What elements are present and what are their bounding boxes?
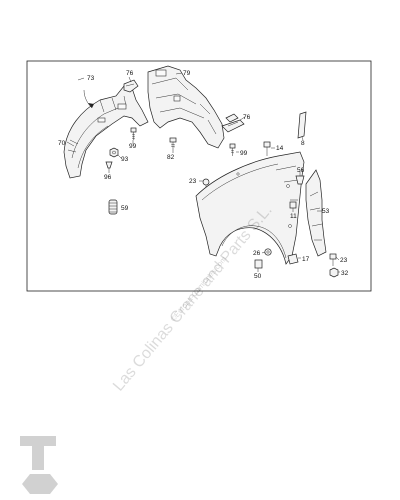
callout-99a: 99	[129, 143, 137, 150]
trim-strip-8	[297, 111, 307, 139]
screw-99a	[130, 127, 137, 140]
nut-93	[109, 147, 119, 158]
callout-93: 93	[121, 156, 129, 163]
callout-99b: 99	[240, 150, 248, 157]
callout-17: 17	[302, 256, 310, 263]
clip-17	[287, 253, 299, 265]
callout-76b: 76	[243, 114, 251, 121]
callout-26: 26	[253, 250, 261, 257]
callout-53: 53	[322, 208, 330, 215]
bolt-26	[264, 248, 272, 256]
spring-clip-59	[108, 199, 118, 215]
callout-8: 8	[301, 140, 305, 147]
clip-11	[289, 201, 297, 209]
callout-76a: 76	[126, 70, 134, 77]
direction-arrow	[83, 89, 93, 109]
screw-99b	[229, 143, 236, 156]
arrow-head	[88, 103, 94, 108]
screw-82	[169, 137, 177, 150]
bolt-14	[263, 141, 271, 156]
leader-lines	[66, 72, 340, 273]
callout-14: 14	[276, 145, 284, 152]
clip-96	[105, 161, 113, 172]
callout-23b: 23	[340, 257, 348, 264]
nut-32	[329, 267, 339, 278]
watermark-logo	[20, 436, 58, 494]
callout-23a: 23	[189, 178, 197, 185]
front-fender-part	[195, 151, 305, 265]
callout-96: 96	[104, 174, 112, 181]
callout-50: 50	[254, 273, 262, 280]
bracket-76b-part	[221, 113, 245, 133]
nut-50	[254, 259, 263, 269]
clip-76a-part	[123, 79, 139, 93]
callout-73: 73	[87, 75, 95, 82]
callout-59: 59	[121, 205, 129, 212]
callout-79: 79	[183, 70, 191, 77]
callout-32: 32	[341, 270, 349, 277]
callout-82: 82	[167, 154, 175, 161]
clip-56	[295, 175, 305, 185]
callout-70: 70	[58, 140, 66, 147]
callout-11: 11	[290, 213, 297, 220]
reinforcement-53-part	[305, 169, 327, 257]
rear-liner-part	[147, 65, 225, 149]
callout-56: 56	[297, 167, 305, 174]
screw-23b	[329, 253, 337, 266]
